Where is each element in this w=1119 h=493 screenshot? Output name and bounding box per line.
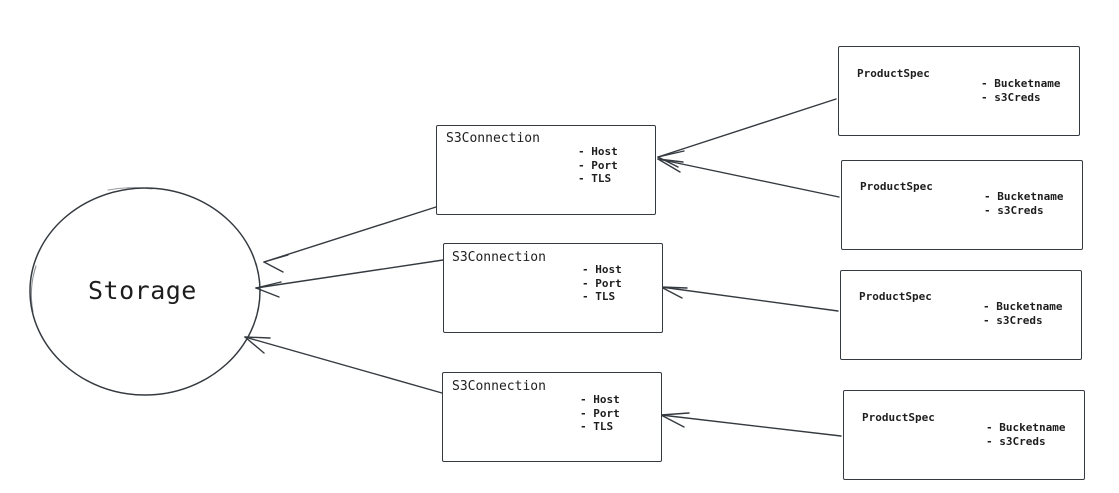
s3-connection-attrs-1: - Host - Port - TLS	[578, 145, 618, 186]
product-spec-attr-bucketname-3: - Bucketname	[983, 300, 1063, 313]
product-spec-attr-bucketname-4: - Bucketname	[986, 421, 1066, 434]
product-spec-attrs-4: - Bucketname - s3Creds	[986, 421, 1065, 448]
product-spec-box-3[interactable]	[840, 270, 1082, 360]
s3-connection-attr-port-1: - Port	[578, 158, 618, 172]
s3-connection-attr-port-2: - Port	[582, 276, 622, 290]
product-spec-attrs-3: - Bucketname - s3Creds	[983, 300, 1062, 327]
s3-connection-title-1: S3Connection	[446, 131, 540, 146]
s3-connection-attrs-3: - Host - Port - TLS	[580, 393, 620, 434]
product-spec-box-2[interactable]	[841, 160, 1083, 250]
storage-circle[interactable]	[29, 187, 261, 396]
s3-connection-attr-host-3: - Host	[580, 393, 620, 406]
s3-connection-attrs-2: - Host - Port - TLS	[582, 263, 622, 304]
product-spec-attr-bucketname-2: - Bucketname	[984, 190, 1064, 203]
product-spec-attr-s3creds-3: - s3Creds	[983, 313, 1043, 327]
s3-connection-attr-tls-1: - TLS	[578, 172, 612, 185]
s3-connection-box-2[interactable]	[443, 243, 663, 333]
s3-connection-title-3: S3Connection	[452, 379, 546, 394]
s3-connection-box-3[interactable]	[442, 372, 662, 462]
product-spec-box-1[interactable]	[838, 46, 1080, 136]
product-spec-attr-s3creds-1: - s3Creds	[981, 90, 1041, 104]
arrow-conn3-to-storage[interactable]	[244, 336, 443, 394]
arrow-spec3-to-conn2[interactable]	[660, 286, 839, 312]
arrow-spec2-to-conn1[interactable]	[657, 158, 840, 198]
product-spec-attr-s3creds-2: - s3Creds	[984, 203, 1044, 217]
storage-label: Storage	[88, 276, 197, 305]
arrow-spec4-to-conn3[interactable]	[660, 412, 842, 437]
arrow-conn1-to-storage[interactable]	[263, 206, 437, 273]
s3-connection-box-1[interactable]	[436, 125, 656, 215]
product-spec-title-3: ProductSpec	[859, 290, 932, 303]
s3-connection-attr-tls-2: - TLS	[582, 290, 616, 303]
s3-connection-attr-host-1: - Host	[578, 145, 618, 158]
product-spec-attr-bucketname-1: - Bucketname	[981, 77, 1061, 90]
arrow-conn2-to-storage[interactable]	[255, 259, 444, 298]
s3-connection-title-2: S3Connection	[452, 250, 546, 265]
s3-connection-attr-port-3: - Port	[580, 406, 620, 420]
product-spec-box-4[interactable]	[843, 390, 1085, 480]
arrow-spec1-to-conn1[interactable]	[657, 98, 837, 168]
product-spec-attrs-2: - Bucketname - s3Creds	[984, 190, 1063, 217]
product-spec-title-1: ProductSpec	[857, 67, 930, 80]
product-spec-title-4: ProductSpec	[862, 411, 935, 424]
product-spec-attr-s3creds-4: - s3Creds	[986, 434, 1046, 448]
s3-connection-attr-host-2: - Host	[582, 263, 622, 276]
product-spec-title-2: ProductSpec	[860, 180, 933, 193]
product-spec-attrs-1: - Bucketname - s3Creds	[981, 77, 1060, 104]
s3-connection-attr-tls-3: - TLS	[580, 420, 614, 433]
